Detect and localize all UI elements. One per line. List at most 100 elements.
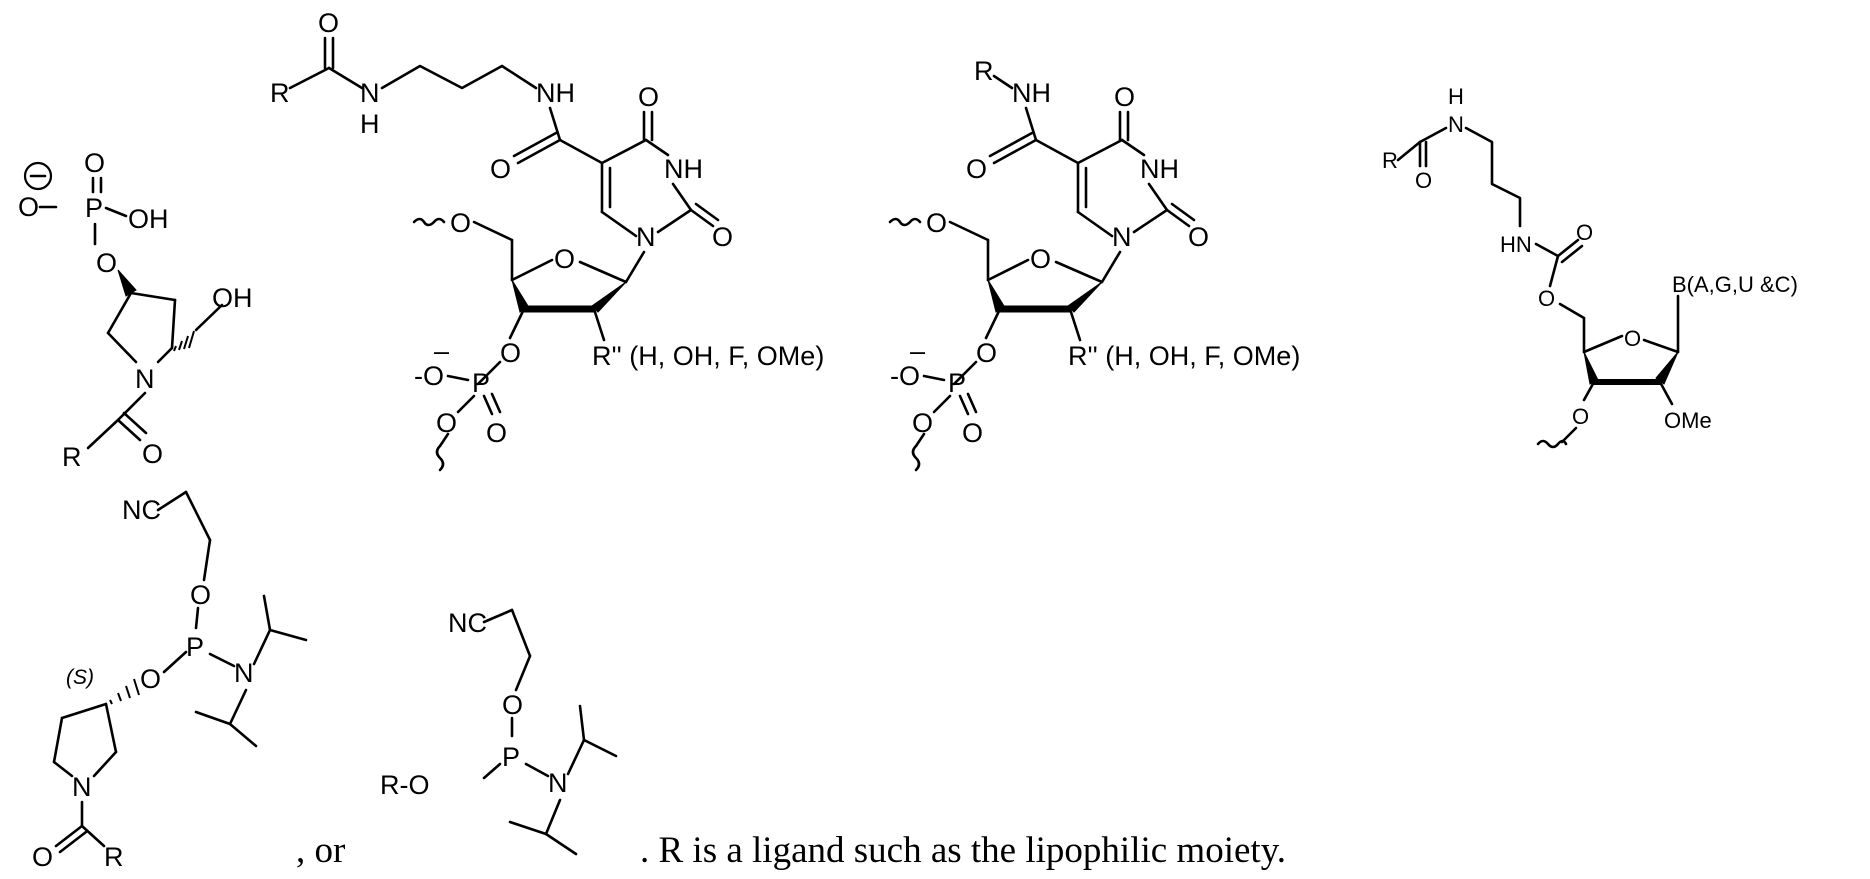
s3-o-double: O (962, 418, 983, 448)
s6-ipr2-me1 (510, 822, 546, 834)
s2-nh-ring: NH (664, 154, 703, 184)
s3-ring-n3-c2 (1149, 184, 1167, 210)
s5-ring-c5-n (54, 762, 72, 776)
caption-text: . R is a ligand such as the lipophilic m… (640, 830, 1286, 871)
structure-3-amide-uridine: R NH O O NH O N O O O R'' (890, 56, 1300, 470)
s5-n: N (234, 658, 254, 688)
s6-bond-nc-c1 (484, 610, 512, 622)
s5-nc: NC (122, 495, 161, 525)
s2-bond-o-p (448, 376, 468, 380)
s4-bond-c-oester (1550, 256, 1558, 286)
s5-stereo-label: (S) (66, 666, 94, 689)
s4-o-amide: O (1415, 168, 1432, 193)
s1-o-carbonyl: O (142, 439, 163, 469)
s6-bond-c1-c2 (512, 610, 530, 656)
s3-bond-c2-r2 (1070, 309, 1080, 340)
s3-nh: NH (1012, 78, 1051, 108)
s2-bond-c4-o4 (512, 260, 552, 280)
s1-p: P (85, 193, 103, 223)
s3-bond-r-n (994, 76, 1012, 88)
s4-o-furanose: O (1624, 326, 1641, 351)
s2-ring-n1-c6 (602, 212, 636, 236)
s2-o-carbonyl: O (490, 154, 511, 184)
s1-oh: OH (128, 204, 169, 234)
s4-propyl-chain (1466, 128, 1520, 226)
s2-propyl-chain (382, 66, 536, 88)
s2-r2-label: R'' (H, OH, F, OMe) (592, 341, 824, 371)
s1-hash-wedge (174, 331, 194, 351)
structure-4-carbamate-nucleoside: R O H N HN O O O B(A,G,U &C) O OMe (1382, 84, 1798, 447)
s3-nh-ring: NH (1140, 154, 1179, 184)
s4-bond-o3-wave (1562, 428, 1576, 442)
s4-bond-n-c (1536, 244, 1558, 256)
s2-bond-c-c5 (560, 140, 602, 163)
separator-or: , or (296, 830, 345, 871)
s3-ring-c5-c4 (1078, 140, 1122, 163)
s6-bond-p-o (484, 764, 500, 778)
s2-bond-po-dbl-2 (492, 394, 500, 412)
s2-o-ring-right: O (712, 222, 733, 252)
s3-bond-c4-o4 (988, 260, 1028, 280)
s4-bond-c3-o3 (1584, 382, 1594, 400)
s5-bond-c-r (82, 826, 104, 846)
s5-ring-c3-c4 (62, 704, 106, 718)
s2-o-low: O (436, 408, 457, 438)
s4-wavy-3prime (1538, 441, 1566, 447)
s3-o-3prime: O (976, 338, 997, 368)
s5-bond-c1-c2 (186, 492, 210, 540)
s5-bond-co-1 (56, 826, 82, 846)
s2-minus-sign: – (434, 336, 449, 366)
s4-base: B(A,G,U &C) (1672, 272, 1798, 297)
s5-ring-c4-c5 (54, 718, 62, 762)
s5-hash-wedge (110, 679, 139, 704)
s3-wavy-3prime (913, 446, 919, 470)
s6-o: O (502, 690, 523, 720)
s1-ring-n-c2 (158, 348, 172, 362)
s2-bond-p-olow (458, 396, 474, 412)
s3-o-5prime: O (926, 208, 947, 238)
s2-r: R (270, 78, 290, 108)
s3-bond-o4-c1 (1056, 262, 1102, 282)
s5-ring-c3-c2 (106, 704, 116, 752)
s2-h-left: H (360, 109, 380, 139)
s2-ring-c4-n3 (646, 140, 668, 155)
s3-o-ring-top: O (1114, 82, 1135, 112)
s2-bond-o-c5 (474, 222, 512, 240)
s3-ring-n1-c6 (1078, 212, 1112, 236)
s6-n: N (548, 768, 568, 798)
s2-n-ring: N (636, 222, 656, 252)
s1-o-ester: O (96, 248, 117, 278)
s4-bond-o-c5 (1560, 304, 1584, 318)
s6-ipr2-me2 (546, 834, 576, 854)
s3-bond-c3-o3 (986, 309, 1000, 338)
s2-nh-right: NH (536, 78, 575, 108)
s6-ro: R-O (380, 770, 430, 800)
s1-r: R (62, 442, 82, 472)
structure-1-phospho-prolinol: O O P OH O OH N R O (18, 148, 253, 472)
s3-bond-n1-c1 (1102, 252, 1120, 282)
s4-o-ester: O (1538, 286, 1555, 311)
s3-wavy-5prime (890, 219, 920, 225)
s3-bond-p-olow (934, 396, 950, 412)
s5-bond-p-n (210, 654, 234, 666)
s2-wavy-5prime (414, 219, 444, 225)
s5-o-carbonyl: O (32, 842, 53, 872)
s3-ring-c2-n1 (1134, 210, 1167, 232)
s2-bond-o4-c1 (580, 262, 626, 282)
s6-nc: NC (448, 608, 487, 638)
s2-bond-r-c (290, 68, 329, 88)
s3-o-carbonyl: O (966, 154, 987, 184)
s4-bond-c2-ome (1660, 382, 1672, 404)
s1-ring-c4-c3 (131, 293, 175, 300)
s6-bond-n-ipr2 (546, 800, 560, 834)
s3-wedge-c1-c2 (1068, 282, 1102, 312)
s5-bond-n-ipr2 (230, 690, 246, 724)
s1-bond-p-oh (106, 208, 126, 216)
s3-n-ring: N (1112, 222, 1132, 252)
s1-o-top: O (84, 148, 105, 178)
s5-n-ring: N (72, 772, 92, 802)
s4-n: N (1448, 112, 1464, 137)
s5-bond-p-oring (164, 652, 186, 672)
s6-ipr1-me1 (584, 740, 616, 756)
s2-o-furanose: O (554, 244, 575, 274)
